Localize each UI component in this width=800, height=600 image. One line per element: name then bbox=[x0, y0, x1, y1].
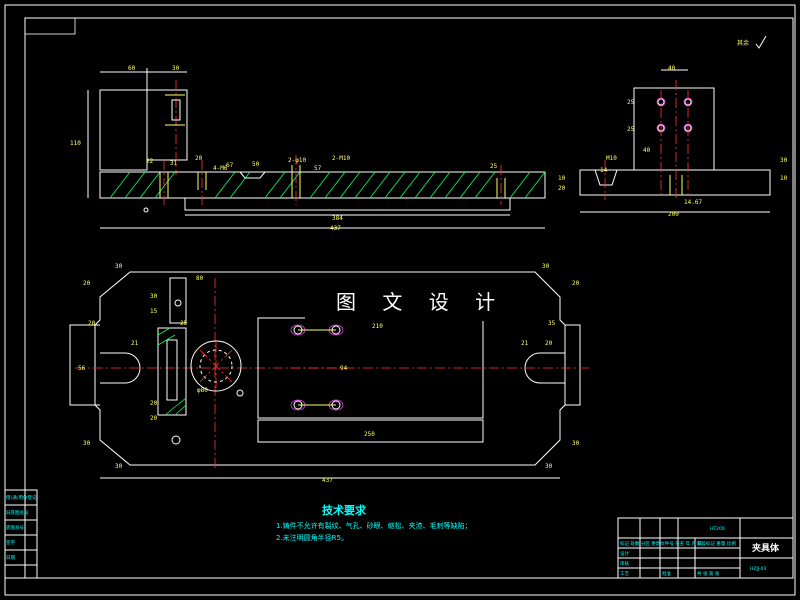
svg-text:2-M10: 2-M10 bbox=[332, 155, 350, 162]
svg-text:M10: M10 bbox=[606, 155, 617, 162]
svg-text:110: 110 bbox=[70, 140, 81, 147]
svg-text:25: 25 bbox=[180, 320, 188, 327]
svg-text:10: 10 bbox=[780, 175, 788, 182]
svg-text:56: 56 bbox=[78, 365, 86, 372]
plan-view: 30 20 30 20 30 30 30 30 80 30 15 56 35 2… bbox=[69, 263, 590, 484]
svg-text:工艺: 工艺 bbox=[620, 571, 629, 577]
svg-text:阶段标记 重量 比例: 阶段标记 重量 比例 bbox=[697, 540, 736, 547]
svg-text:21: 21 bbox=[131, 340, 139, 347]
svg-text:384: 384 bbox=[332, 215, 343, 222]
svg-text:30: 30 bbox=[115, 263, 123, 270]
svg-text:35: 35 bbox=[548, 320, 556, 327]
svg-text:φ80: φ80 bbox=[197, 387, 208, 394]
svg-text:20: 20 bbox=[150, 400, 158, 407]
svg-text:437: 437 bbox=[322, 477, 333, 484]
svg-text:31: 31 bbox=[170, 160, 178, 167]
svg-text:20: 20 bbox=[195, 155, 203, 162]
watermark-box bbox=[305, 285, 485, 321]
svg-text:设计: 设计 bbox=[620, 550, 629, 557]
svg-text:借(通)用件登记: 借(通)用件登记 bbox=[6, 494, 37, 501]
technical-notes: 技术要求 1.铸件不允许有裂纹、气孔、砂眼、缩松、夹渣、毛刺等缺陷； 2.未注明… bbox=[276, 503, 472, 542]
svg-text:14: 14 bbox=[600, 167, 608, 174]
svg-text:30: 30 bbox=[115, 463, 123, 470]
svg-text:共 张 第 张: 共 张 第 张 bbox=[697, 570, 720, 577]
svg-text:1.铸件不允许有裂纹、气孔、砂眼、缩松、夹渣、毛刺等缺陷；: 1.铸件不允许有裂纹、气孔、砂眼、缩松、夹渣、毛刺等缺陷； bbox=[276, 521, 472, 530]
svg-text:其余: 其余 bbox=[737, 39, 749, 47]
svg-text:21: 21 bbox=[521, 340, 529, 347]
svg-text:250: 250 bbox=[364, 431, 375, 438]
svg-text:22: 22 bbox=[146, 158, 154, 165]
svg-text:夹具体: 夹具体 bbox=[752, 542, 780, 554]
svg-text:10: 10 bbox=[558, 175, 566, 182]
svg-text:批准: 批准 bbox=[662, 570, 671, 577]
svg-text:437: 437 bbox=[330, 225, 341, 232]
svg-text:技术要求: 技术要求 bbox=[322, 503, 367, 517]
svg-text:25: 25 bbox=[490, 163, 498, 170]
inner-frame bbox=[24, 17, 794, 579]
svg-text:20: 20 bbox=[88, 320, 96, 327]
svg-text:30: 30 bbox=[542, 263, 550, 270]
svg-text:2-φ10: 2-φ10 bbox=[288, 157, 306, 164]
svg-text:30: 30 bbox=[545, 463, 553, 470]
svg-text:80: 80 bbox=[196, 275, 204, 282]
watermark-text: 图 文 设 计 bbox=[336, 290, 505, 314]
outer-frame bbox=[4, 4, 796, 596]
left-strip: 借(通)用件登记 旧底图总号 底图总号 签字 日期 bbox=[4, 489, 38, 579]
svg-text:30: 30 bbox=[83, 440, 91, 447]
svg-text:审核: 审核 bbox=[620, 560, 629, 567]
svg-text:HZJJ-03: HZJJ-03 bbox=[750, 566, 766, 572]
svg-text:30: 30 bbox=[172, 65, 180, 72]
svg-text:94: 94 bbox=[340, 365, 348, 372]
svg-text:HT200: HT200 bbox=[710, 526, 725, 532]
svg-text:50: 50 bbox=[252, 161, 260, 168]
svg-text:15: 15 bbox=[150, 308, 158, 315]
svg-text:30: 30 bbox=[780, 157, 788, 164]
code-box bbox=[24, 17, 76, 35]
side-view: 40 25 25 M10 40 14 14.67 200 10 30 bbox=[579, 65, 788, 218]
svg-text:30: 30 bbox=[150, 293, 158, 300]
svg-text:旧底图总号: 旧底图总号 bbox=[6, 509, 29, 516]
svg-text:40: 40 bbox=[643, 147, 651, 154]
svg-text:签字: 签字 bbox=[6, 539, 15, 546]
svg-text:日期: 日期 bbox=[6, 555, 15, 561]
front-view: 60 30 110 22 31 20 4-M6 67 50 2-φ10 2-M1… bbox=[70, 65, 566, 232]
title-block: HT200 夹具体 HZJJ-03 标记 处数 分区 更改文件号 签名 年 月 … bbox=[617, 517, 794, 579]
svg-text:20: 20 bbox=[545, 340, 553, 347]
svg-text:25: 25 bbox=[627, 126, 635, 133]
svg-text:200: 200 bbox=[668, 211, 679, 218]
svg-text:20: 20 bbox=[558, 185, 566, 192]
svg-text:30: 30 bbox=[572, 440, 580, 447]
svg-text:25: 25 bbox=[627, 99, 635, 106]
roughness-mark: 其余 bbox=[737, 35, 767, 49]
svg-text:57: 57 bbox=[314, 165, 322, 172]
svg-text:底图总号: 底图总号 bbox=[6, 524, 24, 531]
svg-text:标记 处数 分区 更改文件号 签名 年 月 日: 标记 处数 分区 更改文件号 签名 年 月 日 bbox=[620, 540, 702, 547]
svg-text:20: 20 bbox=[150, 415, 158, 422]
svg-text:67: 67 bbox=[226, 162, 234, 169]
svg-text:20: 20 bbox=[572, 280, 580, 287]
svg-text:4-M6: 4-M6 bbox=[213, 165, 228, 172]
svg-text:20: 20 bbox=[83, 280, 91, 287]
svg-text:40: 40 bbox=[668, 65, 676, 72]
svg-text:60: 60 bbox=[128, 65, 136, 72]
svg-text:210: 210 bbox=[372, 323, 383, 330]
svg-text:14.67: 14.67 bbox=[684, 199, 702, 206]
svg-text:2.未注明圆角半径R5。: 2.未注明圆角半径R5。 bbox=[276, 533, 348, 542]
